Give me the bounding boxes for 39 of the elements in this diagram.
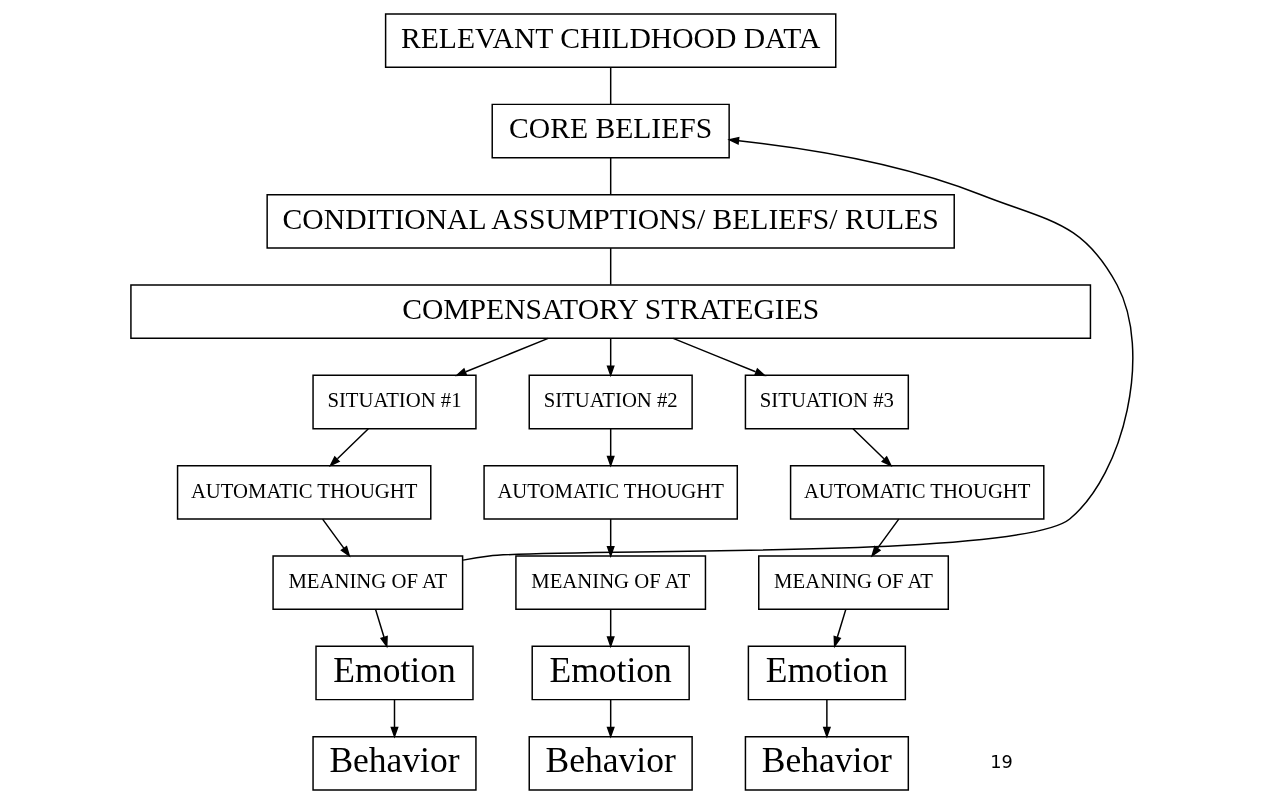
arrow (328, 428, 369, 467)
label: 19 (989, 751, 1013, 772)
node-box: Emotion (530, 645, 690, 701)
arrow (389, 699, 399, 739)
arrow (606, 608, 615, 649)
arrow (833, 608, 847, 649)
arrow (461, 136, 1133, 561)
node-box: Behavior (311, 735, 477, 791)
arrow (606, 699, 615, 739)
node-box: SITUATION #3 (744, 374, 909, 430)
node-box: SITUATION #2 (528, 374, 693, 430)
arrow (321, 518, 351, 558)
arrow (822, 699, 831, 739)
connector (609, 66, 611, 105)
node-box: CONDITIONAL ASSUMPTIONS/ BELIEFS/ RULES (265, 193, 955, 249)
node-box: MEANING OF AT (514, 555, 706, 611)
connector (609, 247, 611, 286)
node-box: Emotion (747, 645, 906, 701)
node-box: RELEVANT CHILDHOOD DATA (384, 13, 836, 69)
node-box: AUTOMATIC THOUGHT (482, 464, 738, 520)
node-box: MEANING OF AT (271, 555, 463, 611)
arrow (672, 337, 767, 377)
node-box: MEANING OF AT (757, 555, 949, 611)
node-box: AUTOMATIC THOUGHT (789, 464, 1045, 520)
arrow (606, 337, 615, 378)
node-box: SITUATION #1 (311, 374, 477, 430)
connector (609, 157, 611, 196)
node-box: COMPENSATORY STRATEGIES (129, 284, 1091, 340)
arrow (870, 518, 899, 558)
arrow (374, 608, 388, 649)
node-box: Behavior (528, 735, 693, 791)
arrow (606, 428, 615, 468)
node-box: Emotion (314, 645, 474, 701)
arrow (454, 337, 549, 377)
arrow (851, 428, 892, 467)
node-box: CORE BELIEFS (491, 103, 730, 159)
node-box: AUTOMATIC THOUGHT (176, 464, 431, 520)
node-box: Behavior (744, 735, 909, 791)
arrow (606, 518, 615, 558)
